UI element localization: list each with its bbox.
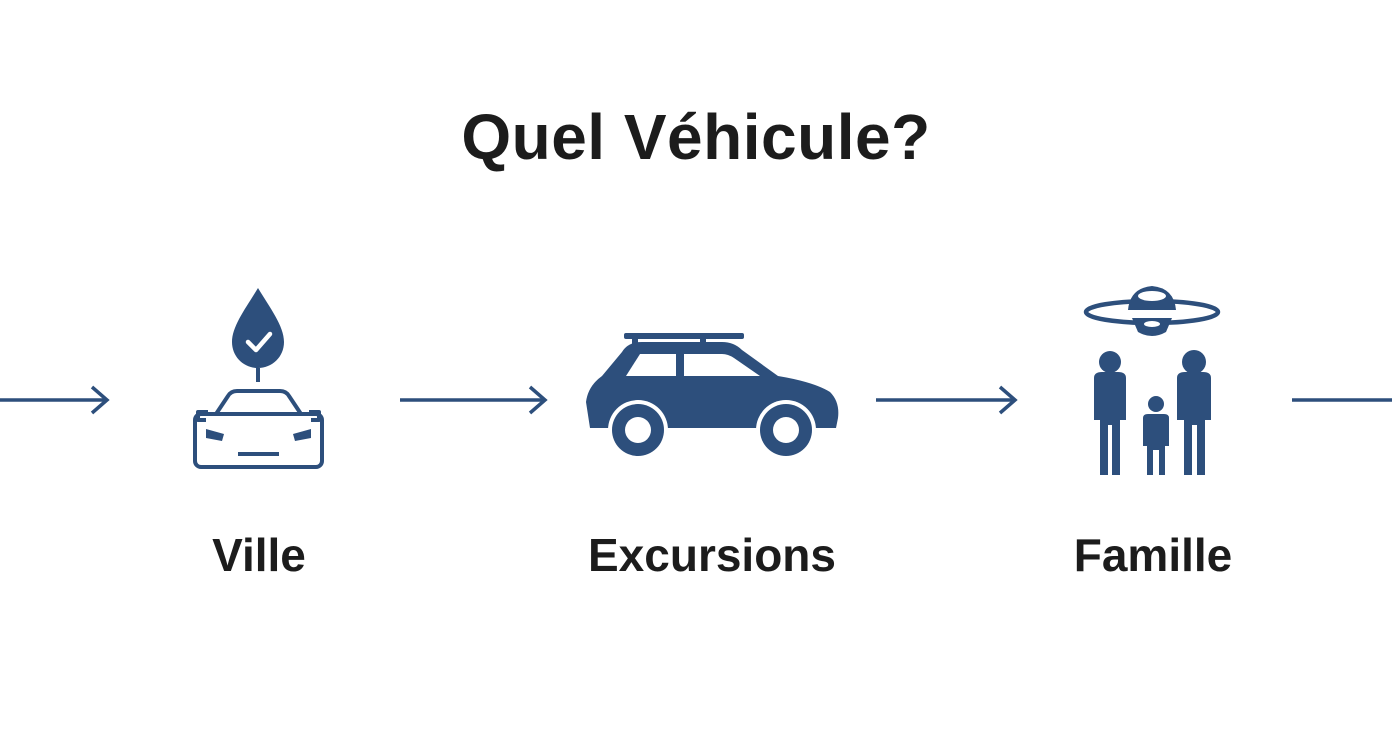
step-label-excursions: Excursions: [588, 529, 836, 581]
arrow-right-icon: [400, 385, 548, 415]
step-label-famille: Famille: [1073, 529, 1233, 581]
step-label-ville: Ville: [212, 529, 306, 581]
suv-icon: [586, 333, 839, 460]
family-ufo-icon: [1083, 286, 1221, 475]
arrow-right-icon: [876, 385, 1018, 415]
arrow-line: [1292, 398, 1392, 402]
diagram-title: Quel Véhicule?: [461, 101, 931, 173]
eco-car-drop-icon: [193, 288, 324, 469]
arrow-right-icon: [0, 385, 110, 415]
